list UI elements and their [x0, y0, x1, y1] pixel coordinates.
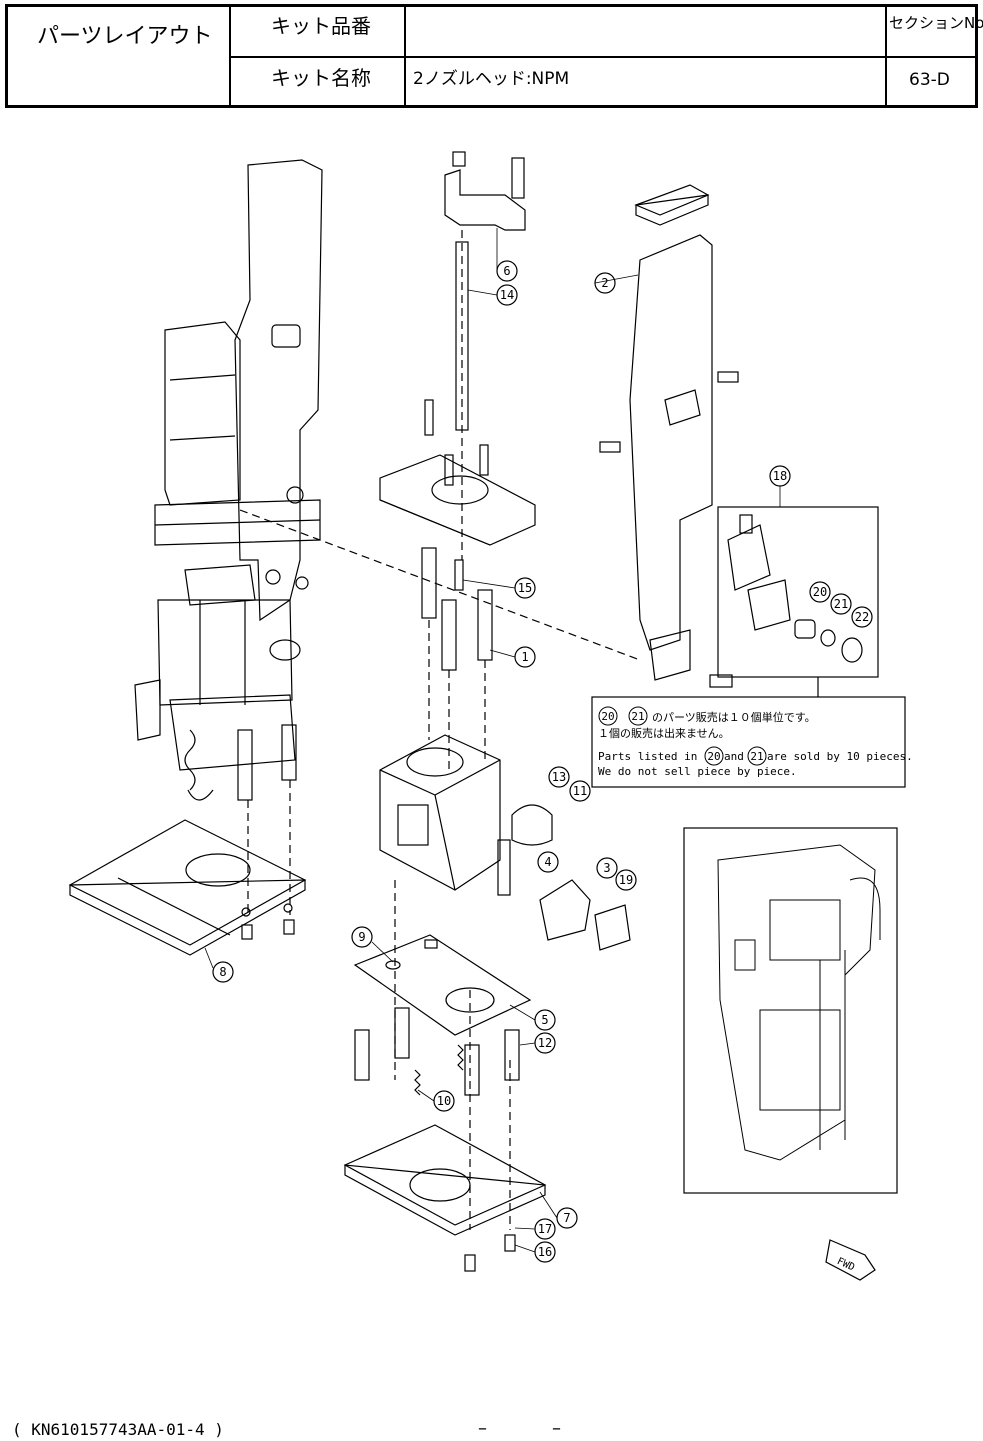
section-no-label: セクションNo. [889, 12, 983, 33]
callout-10: 10 [437, 1094, 451, 1108]
gasket-7 [345, 1125, 545, 1235]
note-en-line2: We do not sell piece by piece. [598, 765, 797, 778]
note-en-suffix: are sold by 10 pieces. [767, 750, 913, 763]
callout-13: 13 [552, 770, 566, 784]
callout-3: 3 [603, 861, 610, 875]
callout-20: 20 [813, 585, 827, 599]
top-plate [380, 400, 535, 545]
note-ja-line1: のパーツ販売は１０個単位です。 [652, 710, 816, 724]
callout-15: 15 [518, 581, 532, 595]
side-plate-2 [630, 185, 712, 680]
callout-8: 8 [219, 965, 226, 979]
callout-19: 19 [619, 873, 633, 887]
block-19 [595, 905, 630, 950]
callout-4: 4 [544, 855, 551, 869]
plate-3 [540, 880, 590, 940]
section-title: パーツレイアウト [37, 18, 213, 50]
photo-inset-machine [718, 845, 880, 1160]
header-block: パーツレイアウト キット品番 キット名称 2ノズルヘッド:NPM セクションNo… [5, 4, 978, 108]
callout-17: 17 [538, 1222, 552, 1236]
note-ref-a: 20 [601, 710, 614, 723]
kit-name-label: キット名称 [271, 62, 371, 91]
callout-18: 18 [773, 469, 787, 483]
callout-9: 9 [358, 930, 365, 944]
gasket-8 [70, 820, 305, 955]
doc-code: ( KN610157743AA-01-4 ) [12, 1420, 224, 1439]
callout-11: 11 [573, 784, 587, 798]
note-en-mid: and [724, 750, 744, 763]
bracket-6 [445, 152, 525, 230]
main-block [380, 735, 500, 890]
kit-number-label: キット品番 [271, 10, 371, 39]
note-en-ref-a: 20 [707, 750, 720, 763]
callout-16: 16 [538, 1245, 552, 1259]
callout-1: 1 [521, 650, 528, 664]
page-dash-right: – [552, 1418, 561, 1439]
note-en-prefix: Parts listed in [598, 750, 697, 763]
note-ja-line2: １個の販売は出来ません。 [598, 726, 730, 740]
note-en-ref-b: 21 [750, 750, 763, 763]
note-ref-b: 21 [631, 710, 644, 723]
callout-6: 6 [503, 264, 510, 278]
section-no-value: 63-D [909, 70, 950, 90]
header-row-divider [229, 56, 978, 58]
clamp-13 [512, 805, 552, 845]
exploded-parts-diagram: 1 2 3 4 5 6 7 8 9 10 11 12 13 14 15 16 1… [0, 120, 983, 1410]
callout-5: 5 [541, 1013, 548, 1027]
kit-name-value: 2ノズルヘッド:NPM [413, 64, 569, 89]
fwd-label: FWD [835, 1256, 856, 1274]
plate-5 [355, 935, 530, 1035]
callout-14: 14 [500, 288, 514, 302]
callout-2: 2 [601, 276, 608, 290]
callout-22: 22 [855, 610, 869, 624]
callout-7: 7 [563, 1211, 570, 1225]
assembled-head-illustration [135, 160, 322, 800]
callout-12: 12 [538, 1036, 552, 1050]
page-dash-left: – [478, 1418, 487, 1439]
callout-21: 21 [834, 597, 848, 611]
